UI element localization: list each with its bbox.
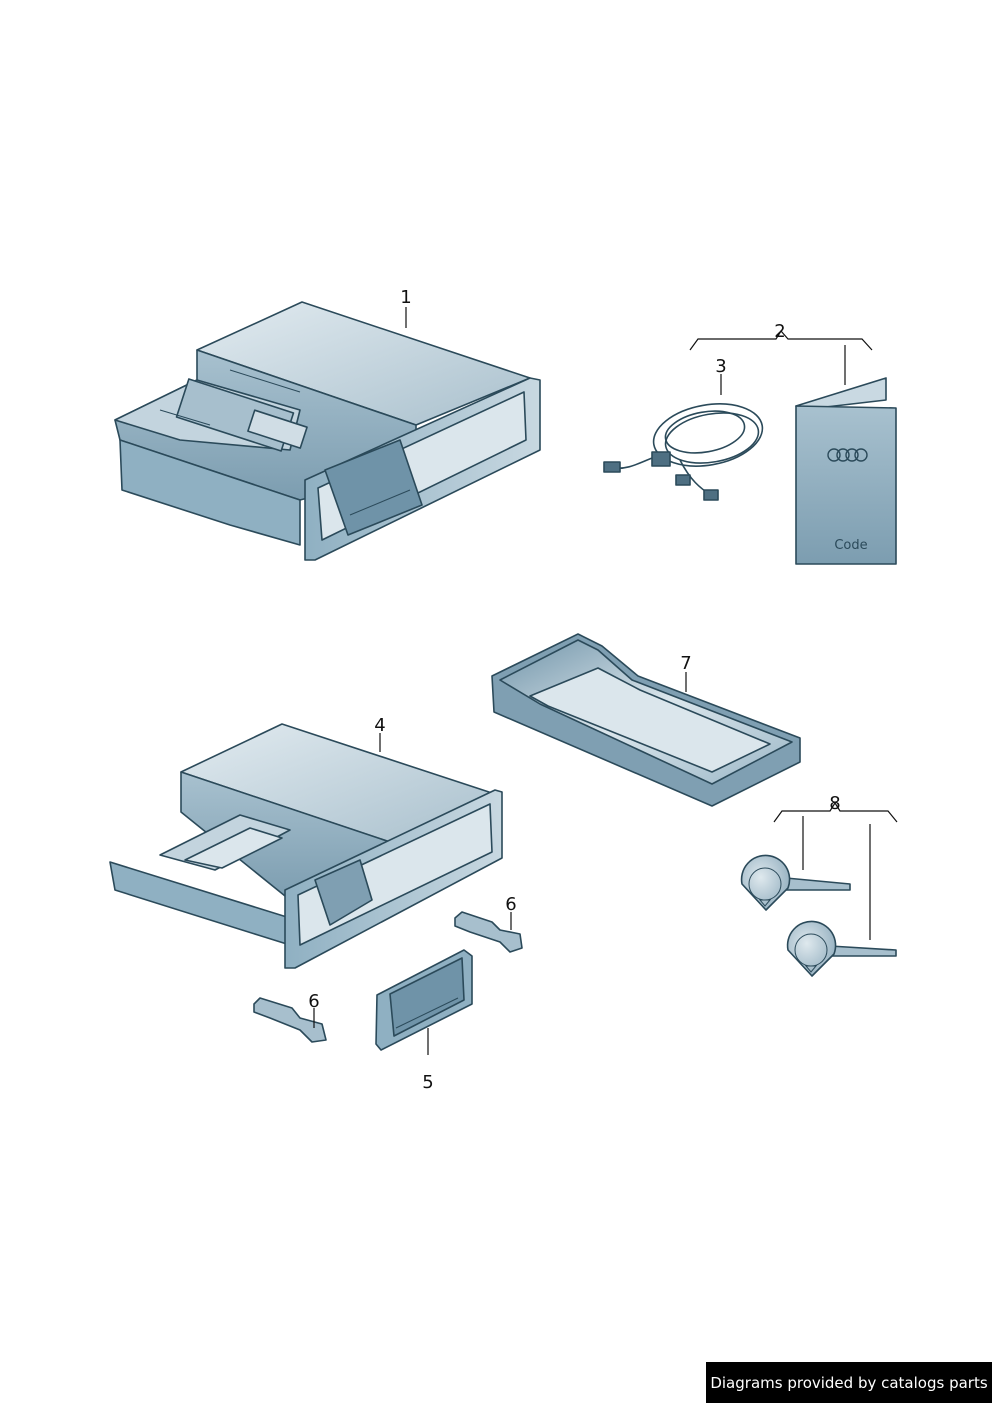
audi-rings-icon	[827, 448, 868, 462]
credit-banner: Diagrams provided by catalogs parts	[706, 1362, 992, 1403]
label-part-3: 3	[715, 356, 726, 377]
part-8-release-key-top	[740, 854, 851, 911]
part-7-storage-tray	[491, 633, 801, 807]
part-6-clip-right	[454, 911, 523, 953]
booklet-code-text: Code	[834, 538, 867, 553]
label-part-2: 2	[774, 321, 785, 342]
part-5-cover-panel	[375, 949, 473, 1051]
leader-lines	[313, 307, 898, 1055]
label-part-7: 7	[680, 653, 691, 674]
part-2-code-booklet: Code	[795, 377, 897, 565]
label-part-6-right: 6	[505, 894, 516, 915]
label-part-4: 4	[374, 715, 385, 736]
label-part-8: 8	[829, 793, 840, 814]
part-3-cable-harness	[603, 403, 764, 501]
part-8-release-key-bottom	[786, 920, 897, 977]
label-part-5: 5	[422, 1072, 433, 1093]
label-part-6-left: 6	[308, 991, 319, 1012]
part-6-clip-left	[253, 997, 327, 1043]
part-1-cd-changer	[114, 301, 541, 561]
part-4-housing	[109, 723, 503, 969]
label-part-1: 1	[400, 287, 411, 308]
